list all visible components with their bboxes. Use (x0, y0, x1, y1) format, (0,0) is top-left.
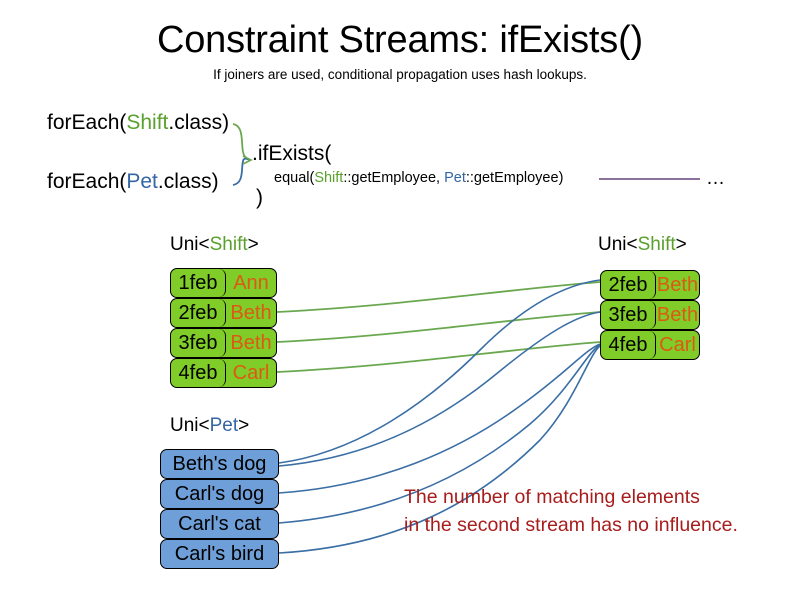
fact-name: Carl (232, 362, 270, 384)
fact-name: Carl (659, 334, 696, 356)
code-ellipsis: … (706, 168, 725, 189)
code-foreach-pet: forEach(Pet.class) (47, 169, 219, 195)
label-right-shift-type: Shift (637, 234, 676, 255)
fact-row-right-shift-0[interactable]: 2feb Beth (600, 270, 700, 300)
code-foreach-shift: forEach(Shift.class) (47, 110, 229, 136)
fact-name: Beth (656, 274, 699, 296)
fact-name: Ann (233, 272, 269, 294)
code-equal-left-type: Shift (314, 170, 344, 186)
code-ifexists: .ifExists( (252, 142, 332, 165)
code-equal-separator: , (436, 170, 445, 186)
label-pet-type: Pet (209, 415, 239, 436)
fact-row-left-shift-1[interactable]: 2feb Beth (170, 298, 277, 328)
code-foreach-shift-suffix: .class) (168, 111, 230, 134)
label-left-shift-suffix: > (247, 234, 259, 255)
wire-shift-4feb (276, 341, 601, 373)
code-foreach-pet-type: Pet (126, 170, 158, 193)
label-right-shift-prefix: Uni< (598, 234, 638, 255)
fact-row-pet-3[interactable]: Carl's bird (160, 539, 279, 569)
fact-row-pet-0[interactable]: Beth's dog (160, 449, 279, 479)
label-right-shift-stream: Uni<Shift> (598, 233, 687, 257)
code-equal-left-ref: ::getEmployee (343, 170, 437, 186)
code-equal-suffix: ) (558, 170, 564, 186)
wire-shift-3feb (276, 311, 601, 343)
brace-tip (242, 155, 253, 165)
code-equal-joiner: equal(Shift::getEmployee, Pet::getEmploy… (274, 168, 563, 188)
fact-name: Carl's dog (174, 483, 265, 505)
label-pet-prefix: Uni< (170, 415, 210, 436)
fact-name: Beth (230, 302, 272, 324)
code-foreach-shift-type: Shift (126, 111, 169, 134)
code-equal-prefix: equal( (274, 170, 315, 186)
code-foreach-pet-suffix: .class) (157, 170, 219, 193)
code-foreach-pet-prefix: forEach( (47, 170, 127, 193)
label-pet-stream: Uni<Pet> (170, 414, 249, 438)
fact-name: Beth's dog (172, 453, 267, 475)
fact-row-pet-2[interactable]: Carl's cat (160, 509, 279, 539)
fact-row-left-shift-3[interactable]: 4feb Carl (170, 358, 277, 388)
fact-date: 3feb (601, 301, 656, 329)
fact-row-pet-1[interactable]: Carl's dog (160, 479, 279, 509)
fact-row-left-shift-0[interactable]: 1feb Ann (170, 268, 277, 298)
fact-date: 1feb (171, 269, 226, 297)
fact-date: 2feb (601, 271, 656, 299)
fact-name: Beth (230, 332, 272, 354)
page-title: Constraint Streams: ifExists() (157, 19, 643, 61)
wire-pet-beths-dog-to-2feb (278, 279, 601, 464)
fact-name: Carl's cat (178, 513, 261, 535)
fact-row-right-shift-1[interactable]: 3feb Beth (600, 300, 700, 330)
label-left-shift-prefix: Uni< (170, 234, 210, 255)
label-left-shift-stream: Uni<Shift> (170, 233, 259, 257)
explanatory-note: The number of matching elements in the s… (404, 486, 738, 536)
fact-date: 4feb (601, 331, 656, 359)
code-equal-right-type: Pet (444, 170, 466, 186)
wire-pet-carls-dog-to-4feb (278, 343, 601, 494)
brace-upper-green (232, 123, 251, 161)
code-close-paren: ) (256, 186, 263, 209)
fact-name: Beth (656, 304, 699, 326)
page-subtitle: If joiners are used, conditional propaga… (213, 67, 587, 82)
code-equal-right-ref: ::getEmployee (465, 170, 559, 186)
fact-row-left-shift-2[interactable]: 3feb Beth (170, 328, 277, 358)
label-right-shift-suffix: > (675, 234, 687, 255)
fact-date: 3feb (171, 329, 226, 357)
fact-date: 4feb (171, 359, 226, 387)
wire-pet-beths-dog-to-3feb (278, 311, 601, 467)
fact-date: 2feb (171, 299, 226, 327)
brace-lower-blue (232, 157, 251, 186)
fact-name: Carl's bird (174, 543, 265, 565)
fact-row-right-shift-2[interactable]: 4feb Carl (600, 330, 700, 360)
wire-shift-2feb (276, 281, 601, 313)
label-left-shift-type: Shift (209, 234, 248, 255)
label-pet-suffix: > (238, 415, 250, 436)
code-foreach-shift-prefix: forEach( (47, 111, 127, 134)
